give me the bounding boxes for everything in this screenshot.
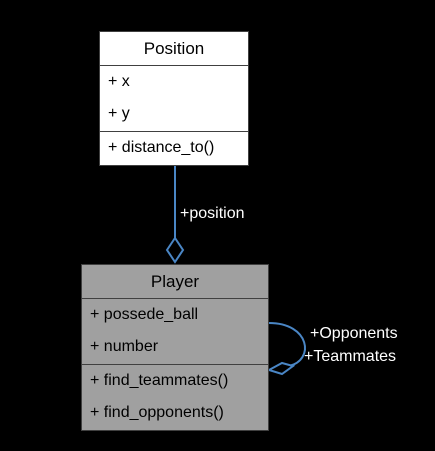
position-class-title: Position [100,32,248,66]
player-attribute-number: + number [90,338,159,355]
position-operations: + distance_to() [100,132,248,165]
player-class-title: Player [82,265,268,299]
player-operations: + find_teammates() + find_opponents() [82,365,268,430]
self-association-loop [268,322,306,367]
player-class-box[interactable]: Player + possede_ball + number + find_te… [81,264,269,431]
player-attribute-possede-ball: + possede_ball [90,306,199,323]
position-class-box[interactable]: Position + x + y + distance_to() [99,31,249,166]
position-attribute-y: + y [108,105,130,122]
position-aggregation-diamond [165,236,185,264]
player-operation-find-opponents: + find_opponents() [90,404,224,421]
teammates-relation-label: +Teammates [304,348,397,365]
position-relation-label: +position [180,205,245,222]
position-attributes: + x + y [100,66,248,132]
position-operation-distance-to: + distance_to() [108,139,215,156]
self-aggregation-diamond [266,361,296,376]
opponents-relation-label: +Opponents [310,325,398,342]
player-attributes: + possede_ball + number [82,299,268,365]
player-operation-find-teammates: + find_teammates() [90,372,229,389]
position-attribute-x: + x [108,73,130,90]
